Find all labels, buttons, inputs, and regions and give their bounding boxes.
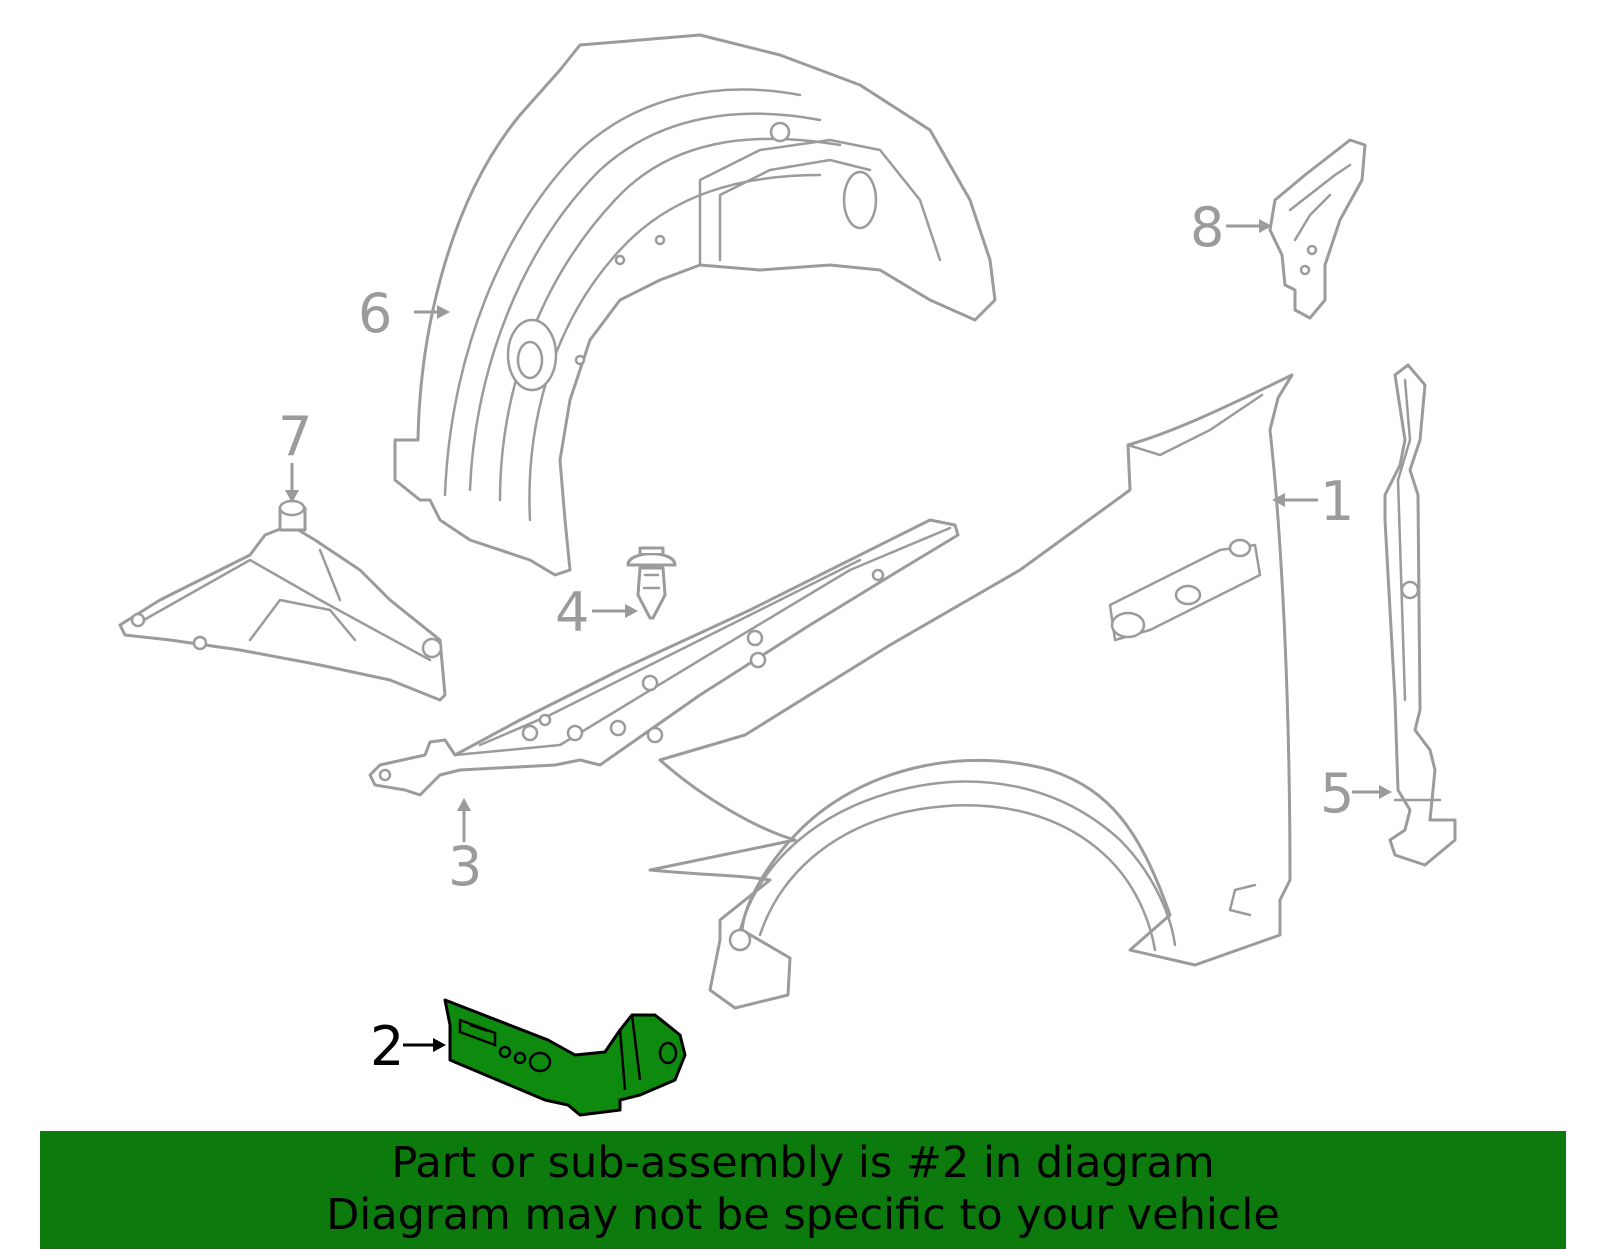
callout-8: 8 bbox=[1190, 196, 1272, 259]
banner-line-1: Part or sub-assembly is #2 in diagram bbox=[391, 1138, 1215, 1188]
callout-1: 1 bbox=[1272, 470, 1354, 533]
callout-7: 7 bbox=[278, 405, 312, 503]
part-7-shield-bracket[interactable] bbox=[118, 499, 447, 702]
part-4-push-clip[interactable] bbox=[626, 546, 677, 620]
callout-4-label: 4 bbox=[555, 581, 589, 644]
callout-6: 6 bbox=[358, 282, 450, 345]
callout-8-label: 8 bbox=[1190, 196, 1224, 259]
disclaimer-banner: Part or sub-assembly is #2 in diagram Di… bbox=[40, 1131, 1566, 1249]
callout-1-label: 1 bbox=[1320, 470, 1354, 533]
callout-3: 3 bbox=[448, 798, 482, 898]
callout-2: 2 bbox=[370, 1015, 446, 1078]
callout-3-label: 3 bbox=[448, 835, 482, 898]
part-3-inner-rail[interactable] bbox=[368, 518, 960, 797]
part-6-fender-liner[interactable] bbox=[393, 33, 997, 577]
callout-6-label: 6 bbox=[358, 282, 392, 345]
callout-7-label: 7 bbox=[278, 405, 312, 468]
part-5-vertical-bracket[interactable] bbox=[1383, 363, 1457, 867]
part-1-front-fender[interactable] bbox=[648, 373, 1294, 1010]
callout-4: 4 bbox=[555, 581, 638, 644]
callout-2-label: 2 bbox=[370, 1015, 404, 1078]
callout-5: 5 bbox=[1320, 762, 1392, 825]
part-2-bracket-highlighted[interactable] bbox=[443, 998, 687, 1117]
callout-5-label: 5 bbox=[1320, 762, 1354, 825]
banner-line-2: Diagram may not be specific to your vehi… bbox=[326, 1190, 1280, 1240]
part-8-bracket[interactable] bbox=[1268, 138, 1367, 320]
